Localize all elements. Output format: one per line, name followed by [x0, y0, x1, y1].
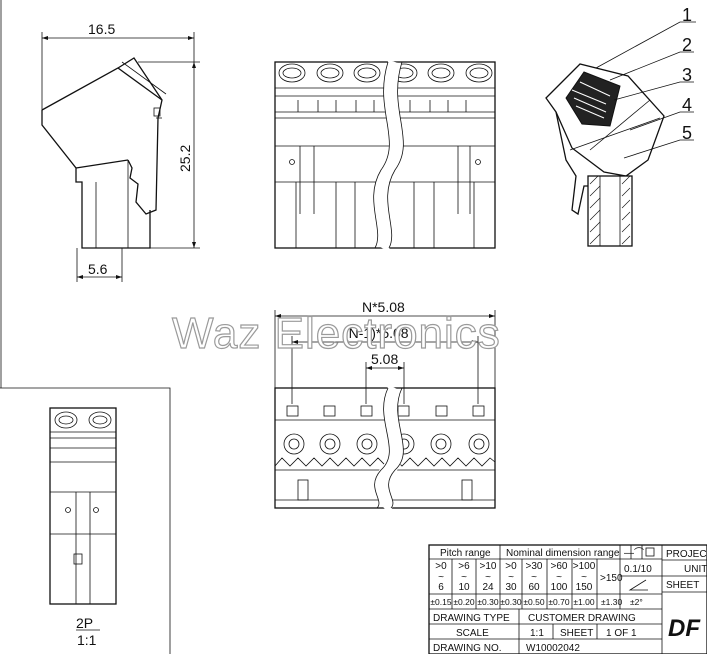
arc-symbol: ⌒ [634, 547, 644, 559]
pitch-range-1-bottom: 10 [458, 582, 470, 593]
nominal-range-0-tilde: ~ [508, 572, 514, 583]
small-view-label: 2P [76, 615, 93, 631]
flatness-value: 0.1/10 [624, 564, 652, 575]
drawing-type-value: CUSTOMER DRAWING [528, 613, 636, 624]
dim-width-top: 16.5 [88, 21, 115, 37]
pitch-range-0-tol: ±0.15 [430, 597, 451, 607]
nominal-range-1-top: >30 [526, 561, 543, 572]
callout-1: 1 [682, 5, 692, 25]
section-view: 1 2 3 4 5 [545, 5, 696, 247]
bottom-view: N*5.08 (N-1)*5.08 5.08 [274, 299, 496, 513]
nominal-header: Nominal dimension range [506, 548, 620, 559]
pitch-range-0-top: >0 [435, 561, 447, 572]
pitch-range-header: Pitch range [440, 548, 491, 559]
over150-tol: ±1.30 [601, 597, 622, 607]
angle-tol: ±2° [630, 597, 643, 607]
unit-label: UNIT [684, 564, 707, 575]
callout-4: 4 [682, 95, 692, 115]
nominal-range-2-top: >60 [551, 561, 568, 572]
nominal-range-0-tol: ±0.30 [500, 597, 521, 607]
nominal-range-2-tol: ±0.70 [548, 597, 569, 607]
nominal-range-1-tilde: ~ [531, 572, 537, 583]
sheet-label: SHEET [560, 628, 593, 639]
straightness-symbol: — [624, 548, 634, 559]
small-view-frame [0, 387, 171, 654]
pitch-range-0-bottom: 6 [438, 582, 444, 593]
callout-5: 5 [682, 123, 692, 143]
project-label: PROJEC [666, 549, 707, 560]
pitch-range-1-tol: ±0.20 [453, 597, 474, 607]
nominal-range-1-tol: ±0.50 [523, 597, 544, 607]
watermark: Waz Electronics [172, 309, 501, 358]
dim-total-width: N*5.08 [362, 299, 405, 315]
pitch-range-2-top: >10 [480, 561, 497, 572]
front-screw-heads [278, 63, 493, 83]
nominal-range-3-bottom: 150 [576, 582, 593, 593]
front-view [274, 59, 496, 252]
callout-3: 3 [682, 65, 692, 85]
pitch-range-2-tol: ±0.30 [477, 597, 498, 607]
small-view-scale: 1:1 [77, 632, 97, 648]
drawing-type-label: DRAWING TYPE [433, 613, 510, 624]
dim-pitch: 5.08 [371, 351, 398, 367]
pitch-range-0-tilde: ~ [438, 572, 444, 583]
small-2p-view: 2P 1:1 [49, 407, 117, 648]
nominal-range-3-tol: ±1.00 [573, 597, 594, 607]
company-logo: DF [668, 615, 701, 642]
over150: >150 [600, 573, 623, 584]
angle-symbol [628, 579, 648, 591]
drawing-no-label: DRAWING NO. [433, 643, 502, 654]
title-block: Pitch range Nominal dimension range — ⌒ … [428, 544, 707, 654]
pitch-range-1-tilde: ~ [461, 572, 467, 583]
dim-height-side: 25.2 [177, 145, 193, 172]
callout-2: 2 [682, 35, 692, 55]
nominal-range-0-bottom: 30 [505, 582, 517, 593]
nominal-range-2-tilde: ~ [556, 572, 562, 583]
nominal-range-0-top: >0 [505, 561, 517, 572]
pitch-range-2-bottom: 24 [482, 582, 494, 593]
dim-pin-offset: 5.6 [88, 261, 108, 277]
flatness-symbol [645, 547, 655, 557]
sheet-right-label: SHEET [666, 580, 699, 591]
pitch-range-1-top: >6 [458, 561, 470, 572]
dim-inner-width: (N-1)*5.08 [344, 325, 409, 341]
scale-label: SCALE [456, 628, 489, 639]
sheet-value: 1 OF 1 [606, 628, 637, 639]
scale-value: 1:1 [530, 628, 544, 639]
drawing-no-value: W10002042 [526, 643, 580, 654]
nominal-range-3-tilde: ~ [581, 572, 587, 583]
side-view: 16.5 25.2 5.6 [41, 21, 200, 282]
nominal-range-1-bottom: 60 [528, 582, 540, 593]
nominal-range-2-bottom: 100 [551, 582, 568, 593]
nominal-range-3-top: >100 [573, 561, 596, 572]
pitch-range-2-tilde: ~ [485, 572, 491, 583]
